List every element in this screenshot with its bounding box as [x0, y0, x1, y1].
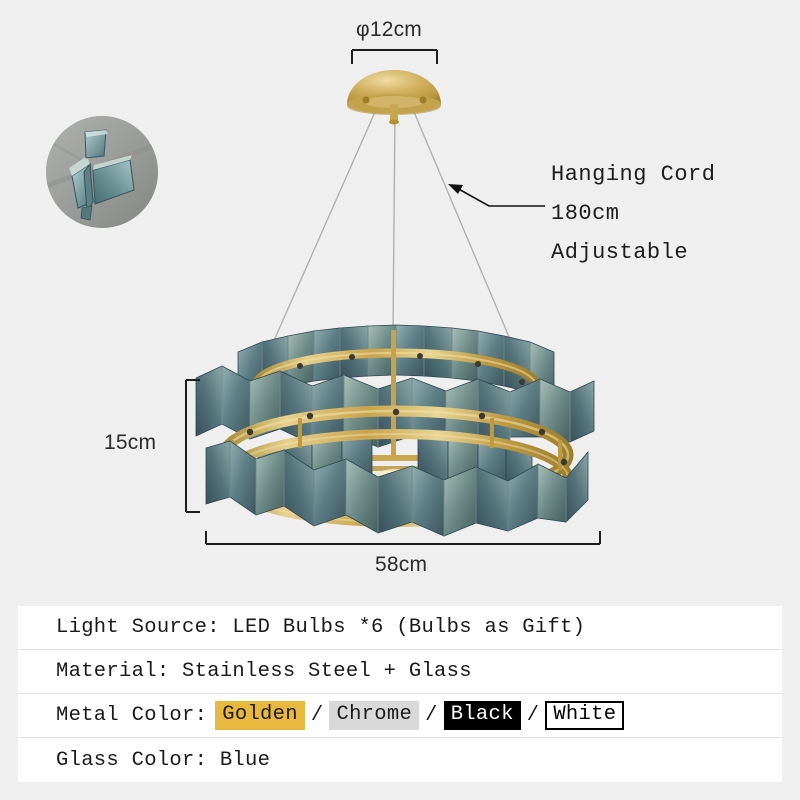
ceiling-canopy [347, 70, 441, 125]
metal-color-option-black[interactable]: Black [443, 701, 521, 730]
fixture-width-label: 58cm [375, 553, 428, 576]
metal-color-prefix: Metal Color: [56, 704, 208, 727]
spec-row-light-source: Light Source: LED Bulbs *6 (Bulbs as Gif… [18, 606, 782, 650]
callout-line-2: 180cm [551, 201, 620, 226]
glass-color-text: Glass Color: Blue [56, 748, 271, 772]
specification-table: Light Source: LED Bulbs *6 (Bulbs as Gif… [18, 606, 782, 782]
bracket-canopy-diameter [351, 49, 438, 64]
metal-color-option-white[interactable]: White [545, 701, 625, 730]
chandelier-illustration [185, 49, 601, 545]
light-source-text: Light Source: LED Bulbs *6 (Bulbs as Gif… [56, 616, 586, 639]
bracket-fixture-height [185, 379, 200, 513]
bracket-fixture-width [205, 531, 601, 545]
dimension-brackets [185, 49, 601, 545]
lower-tier-glass-front [205, 440, 589, 537]
option-separator-3: / [526, 704, 540, 727]
spec-row-material: Material: Stainless Steel + Glass [18, 650, 782, 694]
hanging-cords [271, 111, 524, 371]
callout-line-1: Hanging Cord [551, 162, 716, 187]
material-text: Material: Stainless Steel + Glass [56, 660, 472, 683]
canopy-diameter-label: φ12cm [356, 18, 422, 41]
glass-panel-detail-inset [46, 116, 158, 228]
option-separator-1: / [310, 704, 324, 727]
fixture-height-label: 15cm [104, 431, 157, 454]
spec-row-metal-color: Metal Color: Golden / Chrome / Black / W… [18, 694, 782, 738]
spec-row-glass-color: Glass Color: Blue [18, 738, 782, 782]
metal-color-option-chrome[interactable]: Chrome [329, 701, 420, 730]
option-separator-2: / [425, 704, 438, 727]
callout-leader-line [448, 184, 545, 207]
hanging-cord-callout: Hanging Cord 180cm Adjustable [551, 155, 715, 272]
metal-color-option-golden[interactable]: Golden [215, 701, 305, 730]
callout-line-3: Adjustable [551, 240, 689, 265]
